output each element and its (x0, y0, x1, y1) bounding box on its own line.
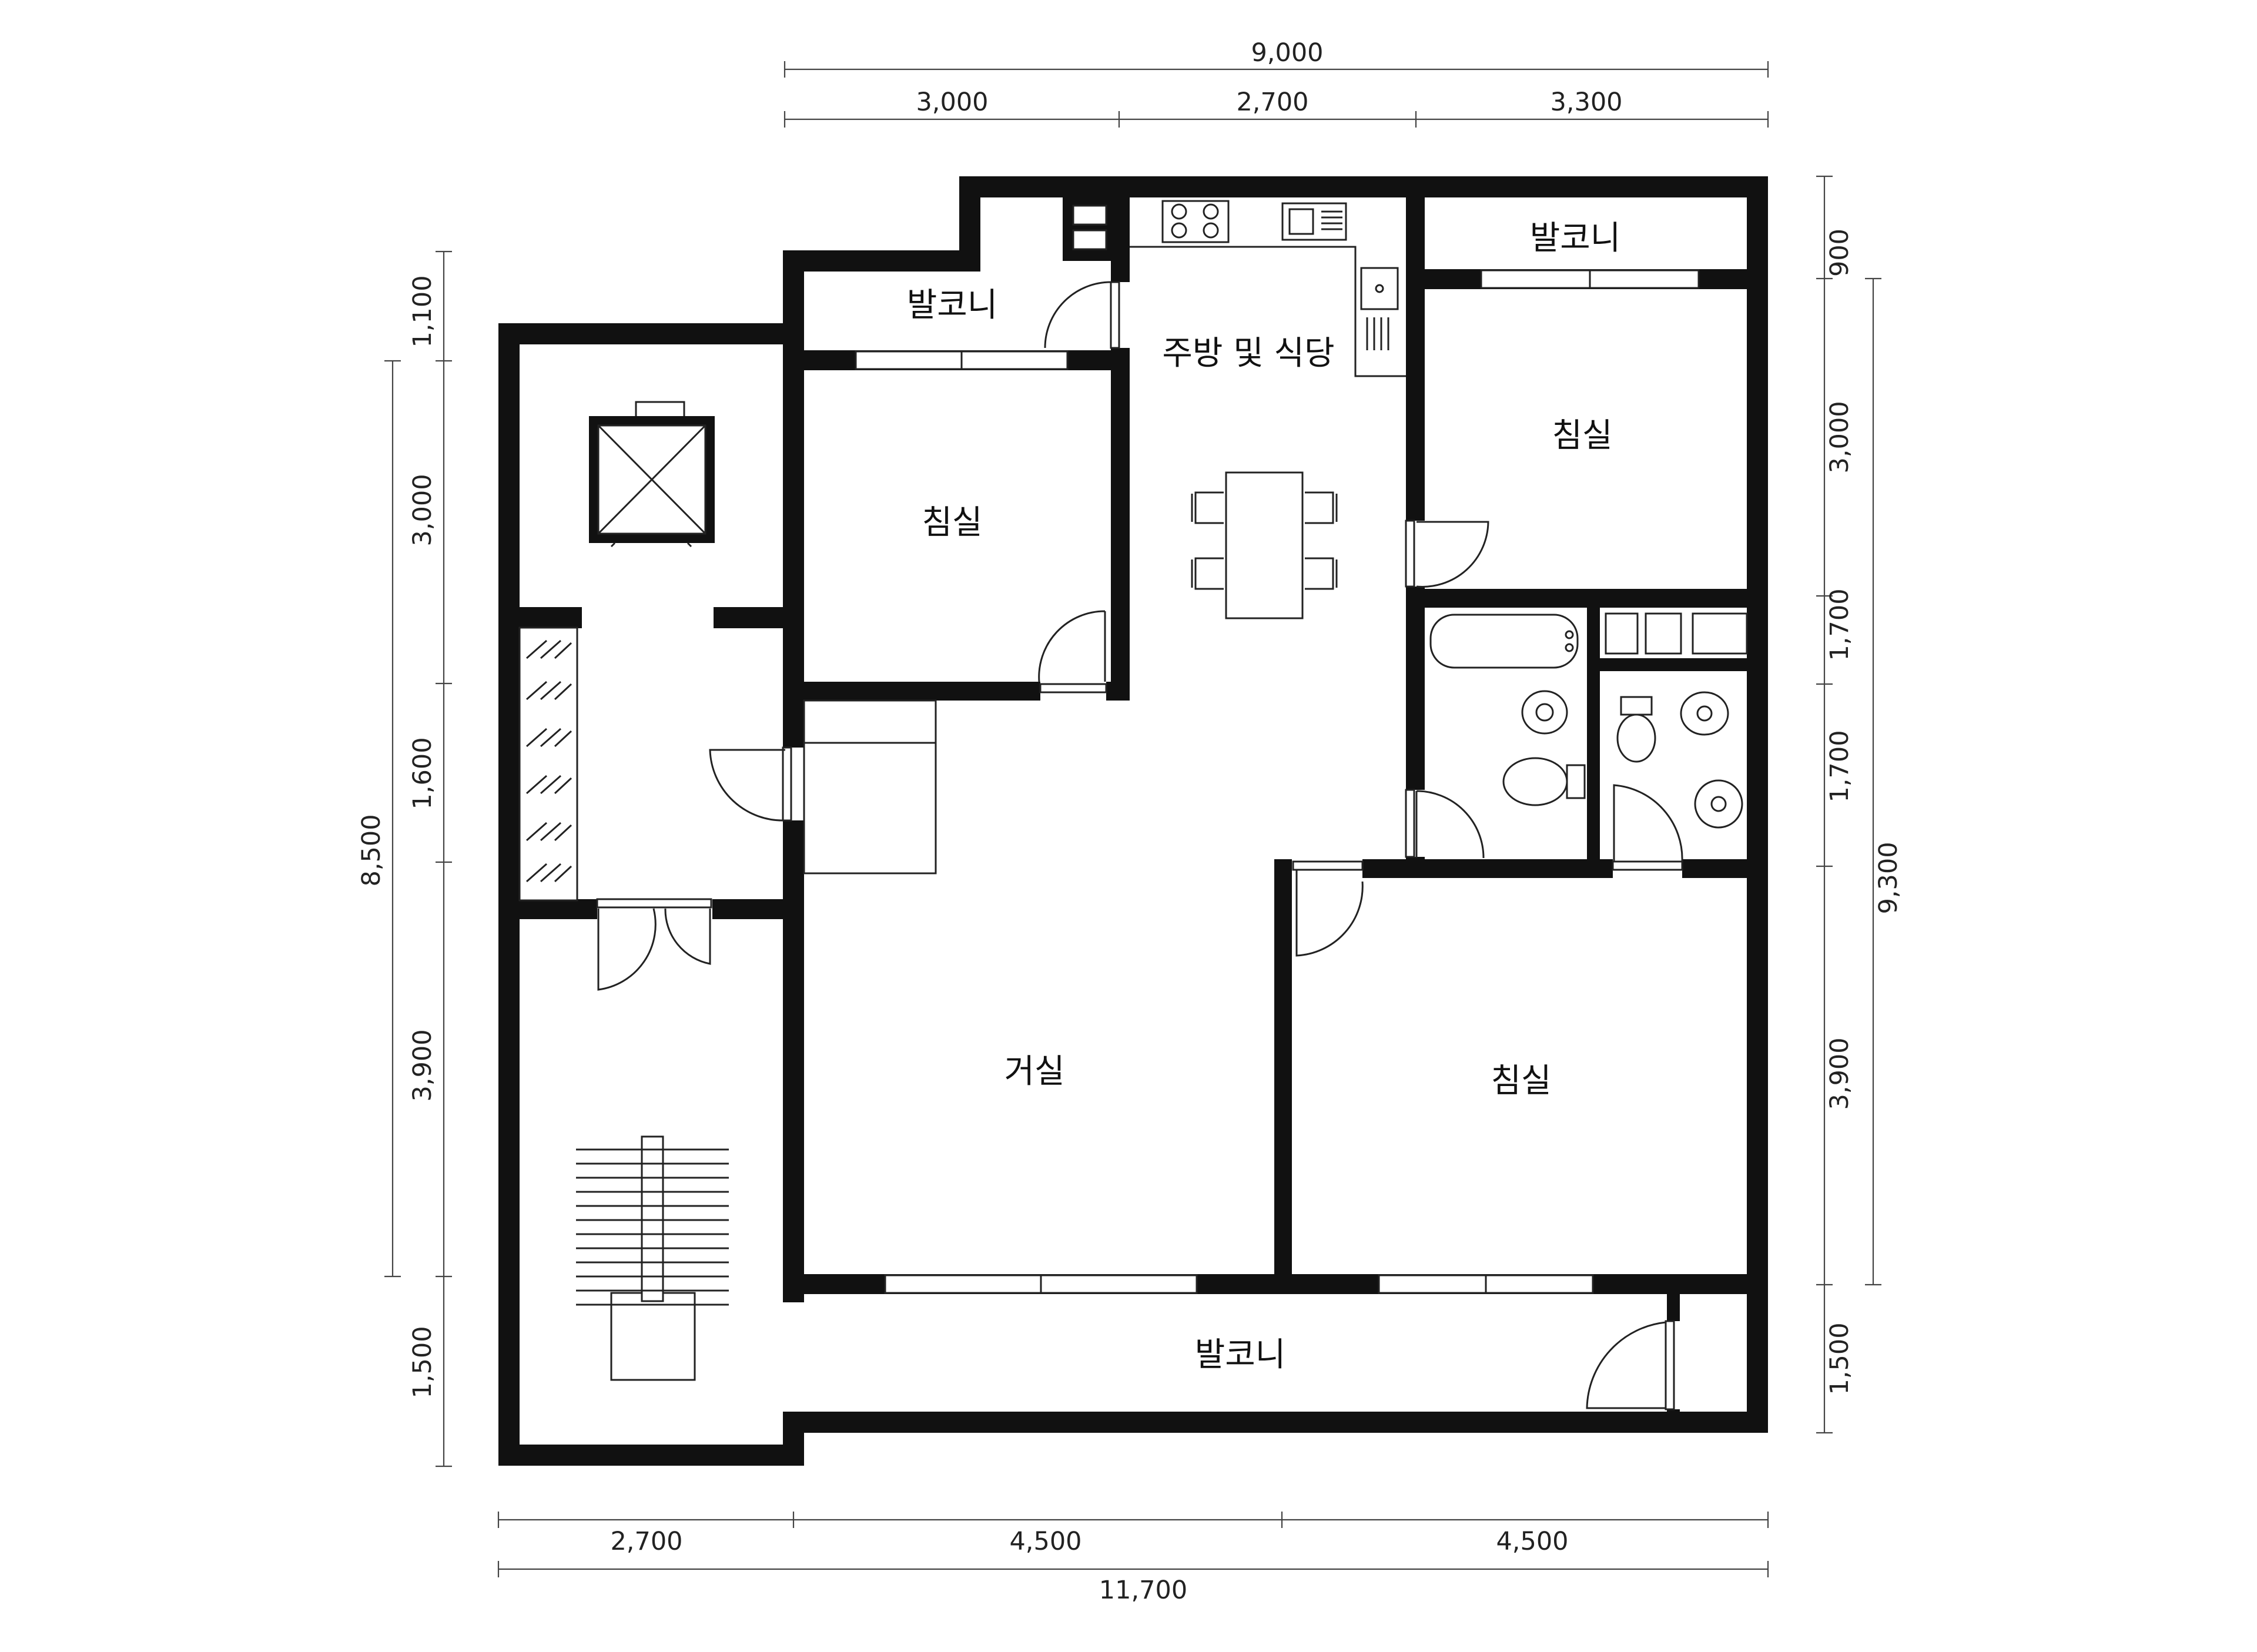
dim-right-seg-1: 900 (1825, 229, 1854, 277)
room-label-balcony-top-left: 발코니 (907, 286, 998, 324)
dim-top-seg-1: 3,000 (916, 88, 988, 117)
dim-bottom-seg-1: 2,700 (610, 1527, 682, 1556)
staircase-icon (576, 1135, 729, 1381)
dim-left-seg-4: 3,900 (408, 1029, 437, 1101)
utility-boxes (1072, 205, 1748, 655)
dim-top-seg-3: 3,300 (1550, 88, 1622, 117)
dim-right-seg-6: 1,500 (1825, 1322, 1854, 1395)
room-label-balcony-bottom: 발코니 (1195, 1336, 1286, 1374)
storage-cabinet (518, 626, 578, 902)
dimension-lines (384, 61, 1881, 1577)
dim-bottom-total: 11,700 (1099, 1576, 1187, 1605)
room-label-bedroom-bottom-right: 침실 (1491, 1062, 1551, 1100)
dim-top-seg-2: 2,700 (1236, 88, 1308, 117)
dim-left-seg-3: 1,600 (408, 737, 437, 809)
room-label-living-room: 거실 (1004, 1053, 1064, 1091)
dining-table-icon (1191, 471, 1338, 619)
dim-right-seg-5: 3,900 (1825, 1037, 1854, 1110)
entry-closet (803, 699, 937, 874)
bathroom-2-fixtures (1616, 691, 1743, 829)
room-label-kitchen-dining: 주방 및 식당 (1162, 334, 1334, 373)
dim-left-seg-1: 1,100 (408, 275, 437, 347)
dim-right-total: 9,300 (1874, 842, 1903, 914)
dim-left-seg-2: 3,000 (408, 474, 437, 546)
elevator-icon (589, 401, 715, 548)
room-label-balcony-top-right: 발코니 (1530, 219, 1621, 257)
dim-right-seg-3: 1,700 (1825, 588, 1854, 661)
room-label-bedroom-top-right: 침실 (1552, 417, 1612, 455)
doors (596, 281, 1683, 1410)
walls (498, 176, 1768, 1466)
dim-bottom-seg-3: 4,500 (1496, 1527, 1568, 1556)
bathroom-1-fixtures (1429, 614, 1586, 806)
dim-top-total: 9,000 (1251, 38, 1323, 68)
dim-left-seg-5: 1,500 (408, 1326, 437, 1398)
dim-right-seg-4: 1,700 (1825, 730, 1854, 802)
kitchen-counter (1130, 200, 1406, 377)
dim-bottom-seg-2: 4,500 (1009, 1527, 1081, 1556)
dim-left-total: 8,500 (357, 814, 386, 886)
windows (855, 269, 1700, 1294)
dim-right-seg-2: 3,000 (1825, 401, 1854, 473)
room-label-bedroom-top-left: 침실 (922, 504, 982, 542)
